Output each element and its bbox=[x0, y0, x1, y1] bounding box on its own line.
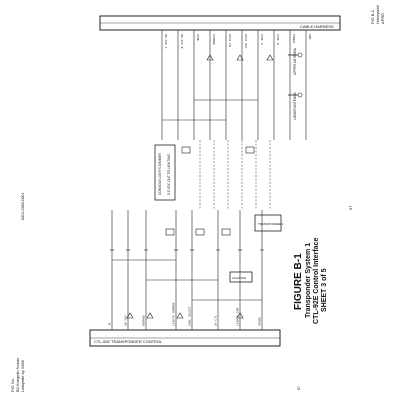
ground-marker-3 bbox=[236, 312, 244, 319]
ground-marker-4 bbox=[206, 54, 214, 61]
footer-right-code: 87 bbox=[297, 386, 301, 390]
pin-label-right-1: RS-422 B bbox=[180, 34, 183, 49]
ground-marker-6 bbox=[266, 54, 274, 61]
xpdr-label: TRANSPONDER 1 bbox=[258, 222, 284, 226]
transponder-control-block: CTL-92E TRANSPONDER CONTROL bbox=[89, 329, 281, 347]
header-left-line2: B0 Koegelin Nonav bbox=[15, 358, 20, 392]
header-right-line1: FIG B-1 bbox=[370, 9, 375, 24]
pin-label-left-0: J1 bbox=[109, 322, 112, 326]
inline-component-2 bbox=[221, 228, 231, 236]
ground-marker-0 bbox=[126, 312, 134, 319]
ground-marker-5 bbox=[236, 54, 244, 61]
pin-label-right-0: RS-422 A bbox=[164, 34, 167, 49]
transponder-control-label: CTL-92E TRANSPONDER CONTROL bbox=[94, 339, 163, 344]
pin-label-right-3: STROBE bbox=[212, 34, 215, 45]
inline-component-0 bbox=[165, 228, 175, 236]
pin-label-left-4: DUAL SELECT bbox=[189, 306, 192, 326]
caption-subtitle: CTL-92E Control Interface bbox=[313, 238, 320, 324]
inline-component-1 bbox=[195, 228, 205, 236]
dimmer-label: CONSOLE LIGHTS DIMMER bbox=[158, 153, 162, 195]
ltg-box: LIGHTING bbox=[229, 271, 253, 283]
pin-label-right-7: CTRL B bbox=[276, 34, 279, 45]
caption-figure: FIGURE B-1 bbox=[293, 253, 304, 310]
header-right: FIG B-1 Honeywell APRD bbox=[370, 5, 385, 24]
page-number: 97 bbox=[348, 205, 353, 210]
cable-harness-label: CABLE HARNESS bbox=[300, 24, 334, 29]
inline-component-3 bbox=[181, 146, 191, 154]
xpdr-box: TRANSPONDER 1 bbox=[254, 214, 284, 232]
footer-left-code: D201-C880-D801 bbox=[21, 193, 25, 220]
caption-title: Transponder System 1 bbox=[305, 243, 312, 318]
ground-marker-1 bbox=[146, 312, 154, 319]
ground-marker-2 bbox=[176, 312, 184, 319]
pin-label-left-7: SPARE bbox=[259, 317, 262, 326]
pin-label-right-5: DATA OUT bbox=[244, 34, 247, 49]
pin-label-right-4: DATA IN bbox=[228, 34, 231, 47]
dimmer-sub-label: 0-5 VDC OUT TO LIGHTING bbox=[167, 154, 171, 195]
cable-harness-block: CABLE HARNESS bbox=[99, 15, 341, 31]
inline-component-4 bbox=[245, 146, 255, 154]
upper-antenna: UPPER ANTENNA bbox=[288, 47, 303, 75]
pin-label-left-5: 5V CTL bbox=[215, 315, 218, 326]
pin-label-right-9: GND bbox=[308, 34, 311, 40]
header-left-line3: Lafayette by 1986 bbox=[20, 359, 25, 392]
figure-caption: FIGURE B-1 Transponder System 1 CTL-92E … bbox=[293, 238, 328, 324]
pin-label-left-1: 28 VDC bbox=[125, 315, 128, 326]
ltg-label: LIGHTING bbox=[232, 276, 247, 280]
header-left-line1: FIG No. bbox=[10, 378, 15, 392]
header-right-line3: APRD bbox=[380, 13, 385, 24]
lower-antenna-label: LOWER ANTENNA bbox=[293, 91, 297, 120]
pin-label-right-2: SYNC bbox=[196, 34, 199, 41]
header-right-line2: Honeywell bbox=[375, 5, 380, 24]
pin-label-left-3: LIGHTS COMMON bbox=[173, 302, 176, 326]
pin-label-left-2: GROUND bbox=[143, 315, 146, 326]
pin-label-right-8: POWER bbox=[292, 34, 295, 43]
header-left: FIG No. B0 Koegelin Nonav Lafayette by 1… bbox=[10, 358, 25, 392]
lower-antenna: LOWER ANTENNA bbox=[288, 91, 303, 120]
caption-sheet: SHEET 3 of 5 bbox=[321, 268, 328, 312]
wire-group: J1 28 VDC GROUND LIGHTS COMMON DUAL SELECT 5V… bbox=[109, 30, 311, 330]
pin-label-right-6: CTRL A bbox=[260, 34, 263, 45]
upper-antenna-label: UPPER ANTENNA bbox=[293, 47, 297, 75]
dimmer-block: CONSOLE LIGHTS DIMMER 0-5 VDC OUT TO LIG… bbox=[154, 144, 176, 201]
